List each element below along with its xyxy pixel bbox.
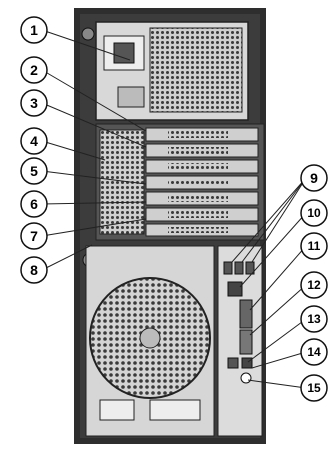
pci-slot [145,207,259,222]
rear-io-panel [217,245,263,437]
callout-label: 3 [30,95,38,111]
rear-fan [89,277,211,399]
pci-slot [145,175,259,190]
pci-slot [145,143,259,158]
usb-port [245,261,255,275]
callout-label: 13 [307,312,321,326]
callout-13: 13 [300,305,328,333]
callout-1: 1 [20,16,48,44]
callout-label: 4 [30,133,38,149]
nic-port [227,281,243,297]
pci-slot [145,223,259,237]
callout-label: 14 [307,345,321,359]
callout-2: 2 [20,56,48,84]
callout-label: 7 [30,228,38,244]
callout-10: 10 [300,199,328,227]
usb-port [234,261,244,275]
callout-label: 2 [30,62,38,78]
mouse-port [227,357,239,369]
usb-port [223,261,233,275]
callout-label: 5 [30,163,38,179]
pci-slot [145,127,259,142]
callout-5: 5 [20,157,48,185]
callout-9: 9 [300,164,328,192]
callout-12: 12 [300,271,328,299]
pci-slot [145,191,259,206]
lock-slot [240,372,252,384]
callout-15: 15 [300,374,328,402]
callout-label: 6 [30,196,38,212]
callout-4: 4 [20,127,48,155]
callout-6: 6 [20,190,48,218]
callout-label: 8 [30,262,38,278]
vga-port [239,329,253,355]
callout-3: 3 [20,89,48,117]
callout-label: 11 [308,239,321,253]
callout-label: 15 [307,381,321,395]
callout-11: 11 [300,232,328,260]
callout-14: 14 [300,338,328,366]
leader-lines [41,29,307,389]
pci-slot [145,159,259,174]
callout-label: 9 [310,170,318,186]
keyboard-port [241,357,253,369]
callout-7: 7 [20,222,48,250]
callout-label: 1 [30,22,38,38]
expansion-slots [95,123,265,241]
callout-8: 8 [20,256,48,284]
serial-port [239,299,253,329]
callout-label: 12 [307,278,321,292]
power-supply [81,21,249,121]
callout-label: 10 [307,206,321,220]
